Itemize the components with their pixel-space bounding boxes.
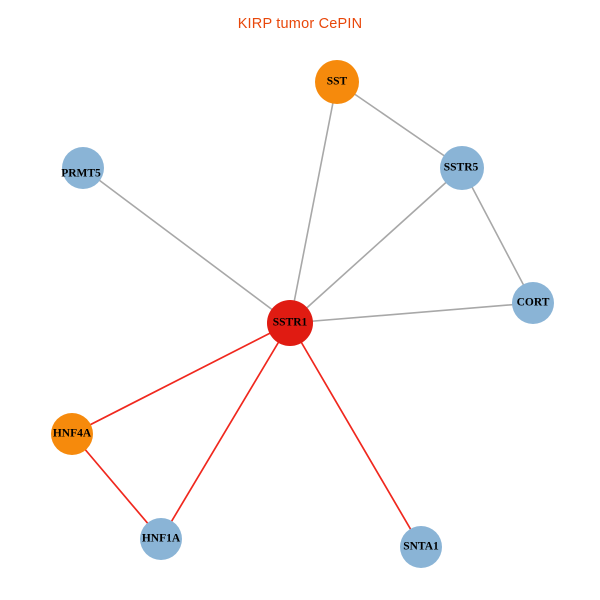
node-label-sst: SST	[327, 76, 348, 88]
node-label-hnf1a: HNF1A	[142, 533, 181, 545]
node-circle-cort[interactable]	[512, 282, 554, 324]
node-label-sstr1: SSTR1	[273, 317, 308, 329]
edge-sst-sstr1	[289, 81, 338, 324]
node-circle-hnf4a[interactable]	[51, 413, 93, 455]
node-snta1[interactable]: SNTA1	[400, 526, 442, 568]
edge-sst-sstr5	[336, 81, 463, 169]
page-title: KIRP tumor CePIN	[237, 16, 363, 32]
node-label-sstr5: SSTR5	[444, 162, 479, 174]
node-sst[interactable]: SST	[315, 60, 359, 104]
edge-sstr1-hnf1a	[160, 322, 291, 540]
edge-cort-sstr1	[289, 302, 534, 324]
node-label-cort: CORT	[517, 297, 550, 309]
node-circle-sst[interactable]	[315, 60, 359, 104]
node-label-snta1: SNTA1	[403, 541, 439, 553]
node-circle-sstr5[interactable]	[440, 146, 484, 190]
node-hnf4a[interactable]: HNF4A	[51, 413, 93, 455]
node-sstr5[interactable]: SSTR5	[440, 146, 484, 190]
edge-prmt5-sstr1	[82, 167, 291, 324]
node-circle-hnf1a[interactable]	[140, 518, 182, 560]
node-circle-prmt5[interactable]	[62, 147, 104, 189]
node-label-prmt5: PRMT5	[61, 168, 101, 180]
edge-sstr1-snta1	[289, 322, 422, 548]
node-sstr1[interactable]: SSTR1	[267, 300, 313, 346]
node-label-hnf4a: HNF4A	[53, 428, 92, 440]
node-circle-snta1[interactable]	[400, 526, 442, 568]
node-prmt5[interactable]: PRMT5	[61, 147, 104, 189]
edge-sstr5-sstr1	[289, 167, 463, 324]
node-hnf1a[interactable]: HNF1A	[140, 518, 182, 560]
node-cort[interactable]: CORT	[512, 282, 554, 324]
edge-sstr1-hnf4a	[71, 322, 291, 435]
node-circle-sstr1[interactable]	[267, 300, 313, 346]
edge-sstr5-cort	[461, 167, 534, 304]
edges-layer	[71, 81, 534, 548]
edge-hnf4a-hnf1a	[71, 433, 162, 540]
